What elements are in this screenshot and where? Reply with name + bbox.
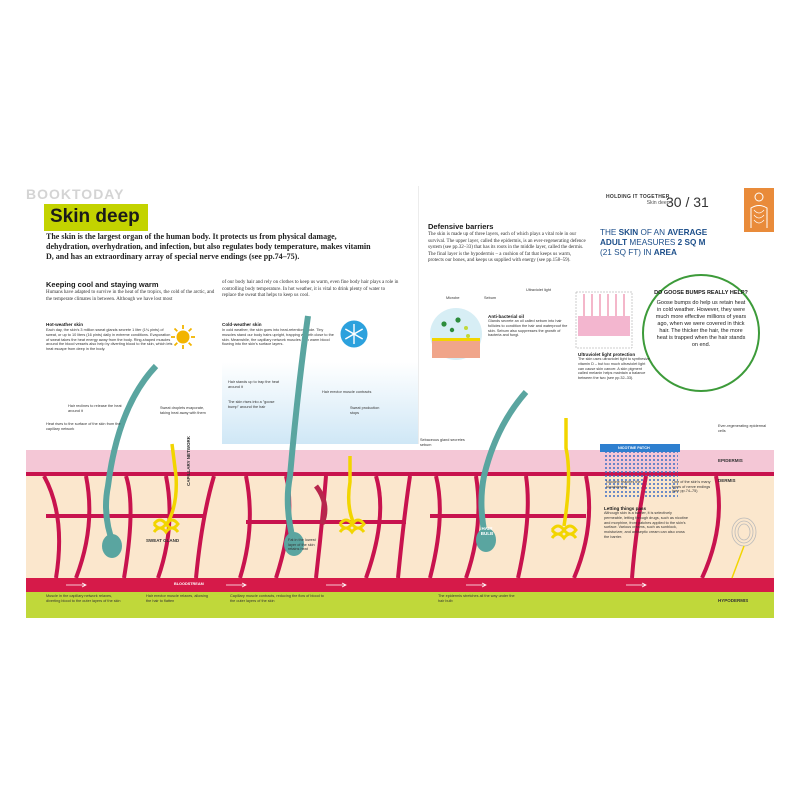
fact-bold-1: SKIN bbox=[618, 228, 639, 237]
nicotine-patch-label: NICOTINE PATCH bbox=[618, 445, 650, 450]
capillary-network-label: CAPILLARY NETWORK bbox=[186, 436, 191, 486]
torso-icon bbox=[750, 192, 768, 228]
goose-question: DO GOOSE BUMPS REALLY HELP? bbox=[654, 290, 748, 296]
book-spread: BOOKTODAY Skin deep The skin is the larg… bbox=[26, 186, 774, 618]
skin-diagram bbox=[42, 315, 757, 588]
running-header: HOLDING IT TOGETHER Skin deep bbox=[606, 194, 670, 206]
fat-lowest-label: Fat in the lowest layer of the skin reta… bbox=[288, 538, 316, 552]
regenerating-label: Ever-regenerating epidermal cells bbox=[718, 424, 767, 433]
epidermis-stretches-label: The epidermis stretches all the way unde… bbox=[438, 594, 515, 603]
bloodstream-arrows bbox=[66, 582, 647, 588]
cold-weather-text: In cold weather, the skin goes into heat… bbox=[222, 328, 334, 347]
fact-bold-3: 2 SQ M bbox=[677, 238, 706, 247]
epidermis-layer bbox=[26, 450, 774, 472]
uv-light-label: Ultraviolet light bbox=[526, 288, 551, 292]
capillary-vessels bbox=[42, 475, 721, 579]
sweat-droplets-label: Sweat droplets evaporate, taking heat aw… bbox=[160, 406, 206, 415]
goose-answer: Goose bumps do help us retain heat in co… bbox=[655, 300, 747, 349]
hair-reclines-label: Hair reclines to release the heat around… bbox=[68, 404, 122, 413]
hypodermis-layer bbox=[26, 592, 774, 618]
sweat-gland-label: SWEAT GLAND bbox=[146, 538, 180, 543]
defensive-text: The skin is made up of three layers, eac… bbox=[428, 232, 586, 264]
microbe-label: Microbe bbox=[446, 296, 460, 300]
hot-weather-text: Each day, the skin's 3 million sweat gla… bbox=[46, 328, 173, 352]
goose-bump-label: The skin rises into a "goose bump" aroun… bbox=[228, 400, 275, 409]
fact-callout: THE SKIN OF AN AVERAGE ADULT MEASURES 2 … bbox=[600, 228, 710, 258]
cold-weather-heading: Cold-weather skin bbox=[222, 322, 262, 327]
fact-mid-1: OF AN bbox=[638, 228, 668, 237]
erector-muscle bbox=[313, 484, 328, 525]
erector-contracts-label: Hair erector muscle contracts bbox=[322, 390, 372, 394]
sweat-ducts bbox=[164, 418, 571, 527]
fact-bold-4: AREA bbox=[653, 248, 677, 257]
fact-pre: THE bbox=[600, 228, 619, 237]
intro-paragraph: The skin is the largest organ of the hum… bbox=[46, 232, 371, 261]
hypodermis-label: HYPODERMIS bbox=[718, 598, 749, 603]
hair-stands-label: Hair stands up to trap the heat around i… bbox=[228, 380, 280, 389]
keeping-cool-heading: Keeping cool and staying warm bbox=[46, 280, 159, 289]
epidermis-label: EPIDERMIS bbox=[718, 458, 743, 463]
fact-mid-3: (21 SQ FT) IN bbox=[600, 248, 654, 257]
surface-line bbox=[26, 444, 774, 450]
sun-icon bbox=[171, 325, 195, 349]
nicotine-patch-dots bbox=[604, 450, 678, 498]
antibacterial-text: Glands secrete an oil called sebum into … bbox=[488, 319, 568, 338]
hot-weather-heading: Hot-weather skin bbox=[46, 322, 84, 327]
keeping-cool-col2: of our body hair and rely on clothes to … bbox=[222, 280, 399, 299]
heat-rises-label: Heat rises to the surface of the skin fr… bbox=[46, 422, 121, 431]
section-name: Skin deep bbox=[646, 200, 670, 206]
nicotine-patch: NICOTINE PATCH bbox=[600, 444, 680, 452]
page-gutter bbox=[418, 186, 419, 618]
erector-relaxes-label: Hair erector muscle relaxes, allowing th… bbox=[146, 594, 209, 603]
antibacterial-diagram bbox=[430, 308, 482, 360]
muscle-relaxes-label: Muscle in the capillary network relaxes,… bbox=[46, 594, 121, 603]
letting-text: Although skin is a barrier, it is select… bbox=[604, 511, 689, 539]
page-title-box: Skin deep bbox=[44, 204, 148, 231]
page-title: Skin deep bbox=[50, 206, 140, 227]
bloodstream-label: BLOODSTREAM bbox=[174, 582, 204, 586]
nerve-endings-label: One of the skin's many types of nerve en… bbox=[672, 480, 711, 494]
defensive-heading: Defensive barriers bbox=[428, 222, 494, 231]
watermark: BOOKTODAY bbox=[26, 186, 125, 202]
fact-mid-2: MEASURES bbox=[627, 238, 678, 247]
sweat-glands bbox=[152, 518, 578, 541]
sebaceous-label: Sebaceous gland secretes sebum bbox=[420, 438, 465, 447]
body-icon bbox=[744, 188, 774, 232]
goose-bumps-callout: DO GOOSE BUMPS REALLY HELP? Goose bumps … bbox=[642, 274, 760, 392]
capillary-contracts-label: Capillary muscle contracts, reducing the… bbox=[230, 594, 324, 603]
antibacterial-heading: Anti-bacterial oil bbox=[488, 314, 524, 319]
page-numbers: 30 / 31 bbox=[666, 194, 709, 210]
keeping-cool-col1: Humans have adapted to survive in the he… bbox=[46, 290, 215, 302]
cold-weather-background bbox=[222, 362, 418, 444]
uv-diagram bbox=[575, 291, 633, 349]
sweat-stops-label: Sweat production stops bbox=[350, 406, 380, 415]
basement-membrane bbox=[26, 472, 774, 476]
letting-heading: Letting things pass bbox=[604, 506, 647, 511]
hair-follicles bbox=[102, 315, 529, 558]
snowflake-icon bbox=[340, 320, 368, 348]
uv-heading: Ultraviolet light protection bbox=[578, 352, 636, 357]
nerve-ending bbox=[731, 517, 757, 579]
fact-bold-2: AVERAGE ADULT bbox=[600, 228, 708, 247]
dermis-label: DERMIS bbox=[718, 478, 736, 483]
bloodstream-band bbox=[26, 578, 774, 592]
nicotine-reaches-label: Nicotine reaches the bloodstream bbox=[606, 480, 641, 489]
uv-text: The skin uses ultraviolet light to synth… bbox=[578, 357, 650, 381]
series-title: HOLDING IT TOGETHER bbox=[606, 194, 670, 200]
sebum-label: Sebum bbox=[484, 296, 497, 300]
hair-bulb-label: HAIR BULB bbox=[480, 526, 494, 536]
